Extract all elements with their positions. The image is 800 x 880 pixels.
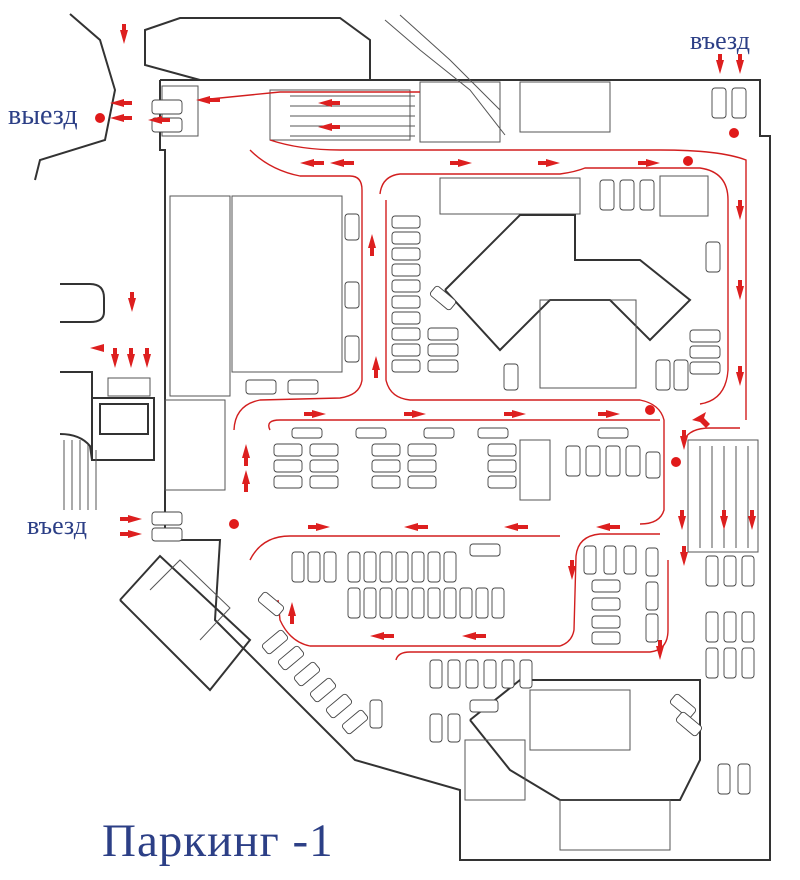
exit-label-top-left: выезд	[8, 100, 78, 131]
building-walls	[34, 13, 771, 861]
parked-cars	[151, 87, 755, 795]
entry-label-left: въезд	[27, 511, 87, 540]
ramp-stripes	[290, 95, 749, 548]
map-title: Паркинг -1	[102, 815, 334, 867]
no-entry-signs	[95, 113, 739, 529]
driving-lanes	[199, 91, 747, 661]
entry-label-top-right: въезд	[690, 26, 750, 55]
traffic-arrows	[90, 24, 756, 660]
